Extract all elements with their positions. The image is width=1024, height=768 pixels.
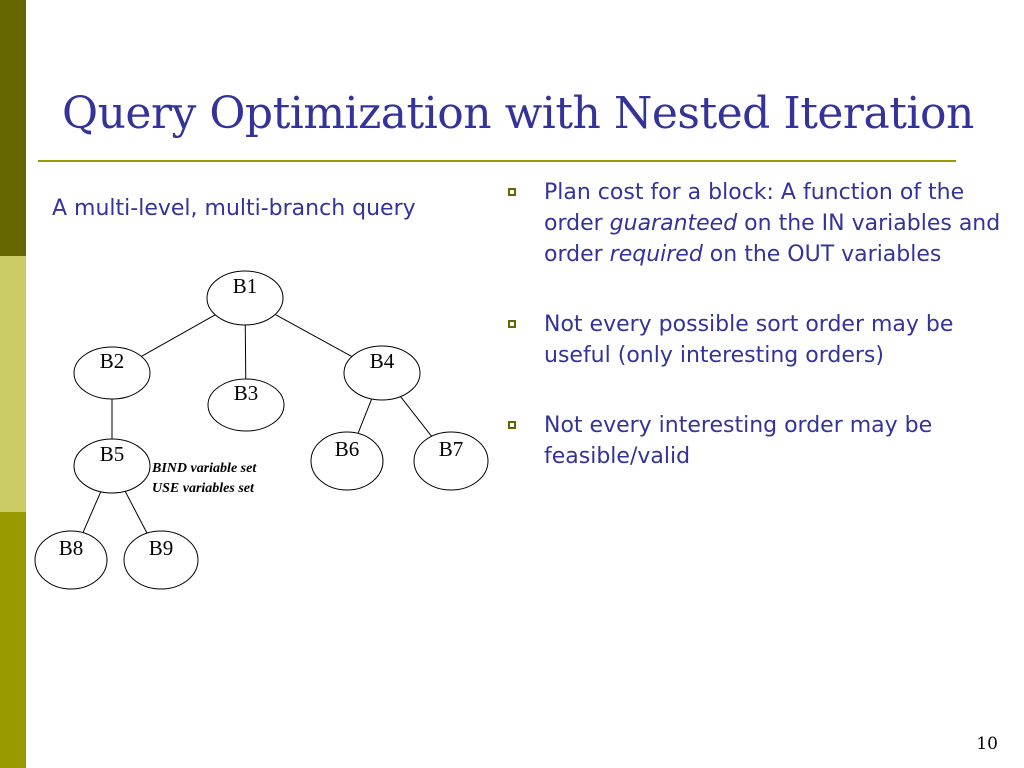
tree-node-label: B6 [335,437,360,461]
tree-node-ellipse [343,345,421,401]
tree-node-label: B7 [439,437,464,461]
tree-node-label: B4 [370,349,395,373]
tree-node-ellipse [206,270,284,326]
tree-node-b3: B3 [207,378,285,432]
bullet-text: Plan cost for a block: A function of the… [544,180,965,236]
square-bullet-icon [508,421,516,429]
tree-node-b5: B5 [73,438,151,494]
tree-node-b6: B6 [310,431,384,491]
bullet-item: Not every interesting order may be feasi… [508,410,1008,472]
tree-edge-b1-b4 [274,314,353,357]
tree-node-ellipse [207,378,285,432]
bullet-item: Plan cost for a block: A function of the… [508,177,1008,270]
sidebar-decoration [0,0,26,768]
tree-annotation-line: USE variables set [152,481,255,496]
tree-edge-b5-b8 [82,491,102,533]
sidebar-segment-middle [0,256,26,512]
tree-node-b1: B1 [206,270,284,326]
tree-annotation-line: BIND variable set [151,461,257,476]
tree-node-label: B5 [100,442,125,466]
tree-edges [82,314,433,534]
bullet-text: on the OUT variables [702,242,942,267]
bullet-emphasis: required [609,242,703,267]
title-underline [38,160,956,162]
tree-edge-b1-b3 [244,324,247,380]
tree-node-label: B3 [234,381,259,405]
square-bullet-icon [508,320,516,328]
tree-node-b8: B8 [34,530,108,590]
tree-node-b7: B7 [413,431,489,491]
tree-node-ellipse [73,346,151,400]
sidebar-segment-top [0,0,26,256]
tree-edge-b4-b6 [357,398,373,434]
bullet-list: Plan cost for a block: A function of the… [508,177,1008,511]
tree-node-ellipse [34,530,108,590]
bullet-text: Not every interesting order may be feasi… [544,413,933,469]
tree-node-label: B2 [100,349,125,373]
page-number: 10 [976,734,998,754]
tree-node-label: B8 [59,536,84,560]
diagram-caption: A multi-level, multi-branch query [52,196,416,221]
tree-node-ellipse [310,431,384,491]
tree-edge-b5-b9 [124,491,148,534]
tree-node-label: B9 [149,536,174,560]
bullet-text: on the IN variables and order [544,211,1001,267]
tree-node-label: B1 [233,274,258,298]
slide-title: Query Optimization with Nested Iteration [62,88,974,139]
tree-node-ellipse [73,438,151,494]
bullet-item: Not every possible sort order may be use… [508,309,1008,371]
bullet-emphasis: guaranteed [609,211,738,236]
bullet-text: Not every possible sort order may be use… [544,312,954,368]
tree-edge-b1-b2 [141,314,216,357]
tree-node-b2: B2 [73,346,151,400]
sidebar-segment-bottom [0,512,26,768]
tree-node-b9: B9 [123,530,199,590]
tree-node-b4: B4 [343,345,421,401]
square-bullet-icon [508,188,516,196]
tree-node-ellipse [123,530,199,590]
tree-node-ellipse [413,431,489,491]
tree-edge-b4-b7 [400,396,433,437]
